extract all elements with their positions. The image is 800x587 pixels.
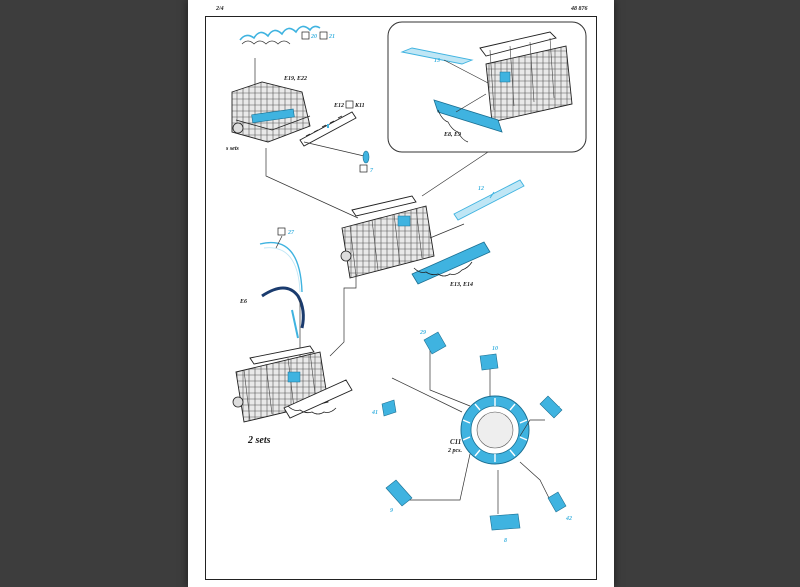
pcs-label: 2 pcs. (447, 448, 462, 454)
c11-label: C11 (450, 438, 461, 446)
detail-inset-box (387, 21, 587, 153)
ref-20-label: 20 (310, 34, 317, 40)
bend-icon-2 (345, 100, 354, 109)
engine-bottom (232, 345, 353, 423)
ref-12-label: 12 (478, 186, 484, 192)
page-frame (205, 16, 597, 580)
check-icon-2 (277, 227, 286, 236)
product-number: 48 876 (571, 6, 588, 12)
small-sets-label: s sets (225, 146, 240, 152)
e13-e14-label: E13, E14 (449, 282, 473, 288)
bend-icon (319, 31, 328, 40)
part-e6 (261, 286, 305, 329)
ref-30-label: 30 (553, 406, 560, 412)
ref-21-label: 21 (328, 34, 335, 40)
e12-label: E12 (333, 103, 344, 109)
engine-middle (340, 179, 525, 285)
two-sets-label: 2 sets (247, 435, 271, 446)
engine-top-left (231, 25, 321, 143)
e8-e9-label: E8, E9 (443, 132, 461, 138)
segment-41 (381, 399, 397, 417)
e19-e22-label: E19, E22 (283, 76, 307, 82)
check-icon (301, 31, 310, 40)
k11-label: K11 (354, 103, 365, 109)
ref-8-label: 8 (504, 538, 507, 544)
ref-7-label: 7 (370, 168, 374, 174)
part-27 (259, 241, 303, 293)
ref-41-label: 41 (371, 410, 378, 416)
ref-29-label: 29 (419, 330, 426, 336)
ref-42-label: 42 (565, 516, 572, 522)
e6-label: E6 (239, 299, 247, 305)
ref-9-label: 9 (390, 508, 393, 514)
rocker-part (299, 111, 370, 164)
segment-42 (547, 491, 567, 513)
ref-27-label: 27 (287, 230, 295, 236)
ref-10-label: 10 (492, 346, 498, 352)
segment-10 (479, 353, 499, 371)
segment-29 (423, 331, 447, 355)
page-number: 2/4 (216, 6, 224, 12)
segment-30 (539, 395, 563, 419)
segment-8 (489, 513, 521, 531)
bend-icon-3 (359, 164, 368, 173)
wheel-c11 (460, 395, 530, 465)
engine-inset (400, 31, 573, 143)
segment-9 (385, 479, 413, 507)
ref-13-label: 13 (434, 58, 440, 64)
